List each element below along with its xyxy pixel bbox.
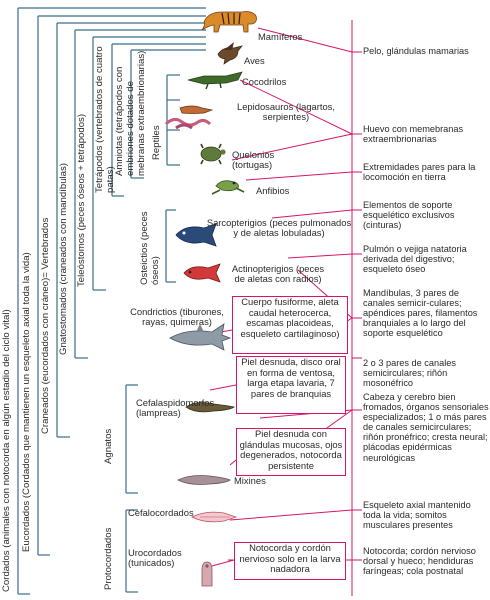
box-urocordados-traits: Notocorda y cordón nervioso solo en la l… <box>234 542 346 580</box>
group-cordados: Cordados (animales con notocorda en algú… <box>1 309 12 592</box>
group-agnatos: Agnatos <box>103 428 114 464</box>
group-craneados: Craneados (eucordados con cráneo)= Verte… <box>40 217 51 434</box>
taxon-cefalaspidomorfos: Cefalaspidomorfos (lampreas) <box>136 397 215 419</box>
trait-pelo: Pelo, glándulas mamarias <box>363 46 469 56</box>
lamprey-icon <box>185 402 235 413</box>
taxon-condrictios: Condrictios (tiburones, rayas, quimeras) <box>130 306 224 328</box>
trait-mandibulas: Mandíbulas, 3 pares de canales semicir-c… <box>363 288 478 339</box>
taxon-anfibios: Anfibios <box>256 185 290 196</box>
tiger-icon <box>201 11 257 33</box>
trait-cabeza: Cabeza y cerebro bien fromados, órganos … <box>363 392 489 463</box>
trait-extremidades: Extremidades pares para la locomoción en… <box>363 162 476 183</box>
frog-icon <box>211 180 245 195</box>
taxon-mamiferos: Mamíferos <box>258 31 303 42</box>
tunicate-icon <box>201 561 213 587</box>
trait-cinturas: Elementos de soporte esquelético exclusi… <box>363 200 455 231</box>
bird-icon <box>217 42 243 65</box>
taxon-sarcopterigios: Sarcopterigios (peces pulmonados y de al… <box>206 217 352 239</box>
shark-icon <box>169 323 232 351</box>
hagfish-icon <box>177 475 231 485</box>
taxon-urocordados: Urocordados (tunicados) <box>128 547 182 569</box>
group-amniotas: Amniotas (tetrápodos con embriones dotad… <box>114 50 147 176</box>
group-teleostomos: Teleóstomos (peces óseos + tetrápodos) <box>76 113 87 287</box>
lizard-snake-icon <box>164 105 214 130</box>
lungfish-icon <box>175 223 217 247</box>
group-gnatostomados: Gnatostomados (craneados con mandíbulas) <box>58 163 69 355</box>
taxon-cefalocordados: Cefalocordados <box>128 507 194 518</box>
trait-notocorda: Notocorda; cordón nervioso dorsal y huec… <box>363 546 476 577</box>
box-lampreas-traits: Piel desnuda, disco oral en forma de ven… <box>236 356 346 414</box>
taxon-actinopterigios: Actinopterigios (peces de aletas con rad… <box>231 263 325 285</box>
taxon-quelonios: Quelonios (tortugas) <box>232 149 275 171</box>
box-mixines-traits: Piel desnuda con glándulas mucosas, ojos… <box>236 428 346 476</box>
box-condrictios-traits: Cuerpo fusiforme, aleta caudal heterocer… <box>232 296 348 354</box>
trait-pulmon: Pulmón o vejiga natatoria derivada del d… <box>363 244 467 275</box>
lancelet-icon <box>191 511 238 523</box>
rayfin-fish-icon <box>183 263 221 283</box>
taxon-lepidosauros: Lepidosauros (lagartos, serpientes) <box>237 101 335 123</box>
trait-canales: 2 o 3 pares de canales semicirculares; r… <box>363 358 456 389</box>
crocodile-icon <box>187 71 243 90</box>
group-osteictios: Osteictios (peces óseos) <box>139 211 161 285</box>
taxon-mixines: Mixines <box>234 475 266 486</box>
taxon-cocodrilos: Cocodrilos <box>242 76 287 87</box>
trait-esqueleto-axial: Esqueleto axial mantenido toda la vida; … <box>363 500 471 531</box>
taxon-aves: Aves <box>244 55 265 66</box>
turtle-icon <box>200 143 226 165</box>
group-protocordados: Protocordados <box>103 527 114 590</box>
group-eucordados: Eucordados (Cordados que mantienen un es… <box>21 252 32 552</box>
trait-huevo: Huevo con memebranas extraembrionarias <box>363 124 464 145</box>
